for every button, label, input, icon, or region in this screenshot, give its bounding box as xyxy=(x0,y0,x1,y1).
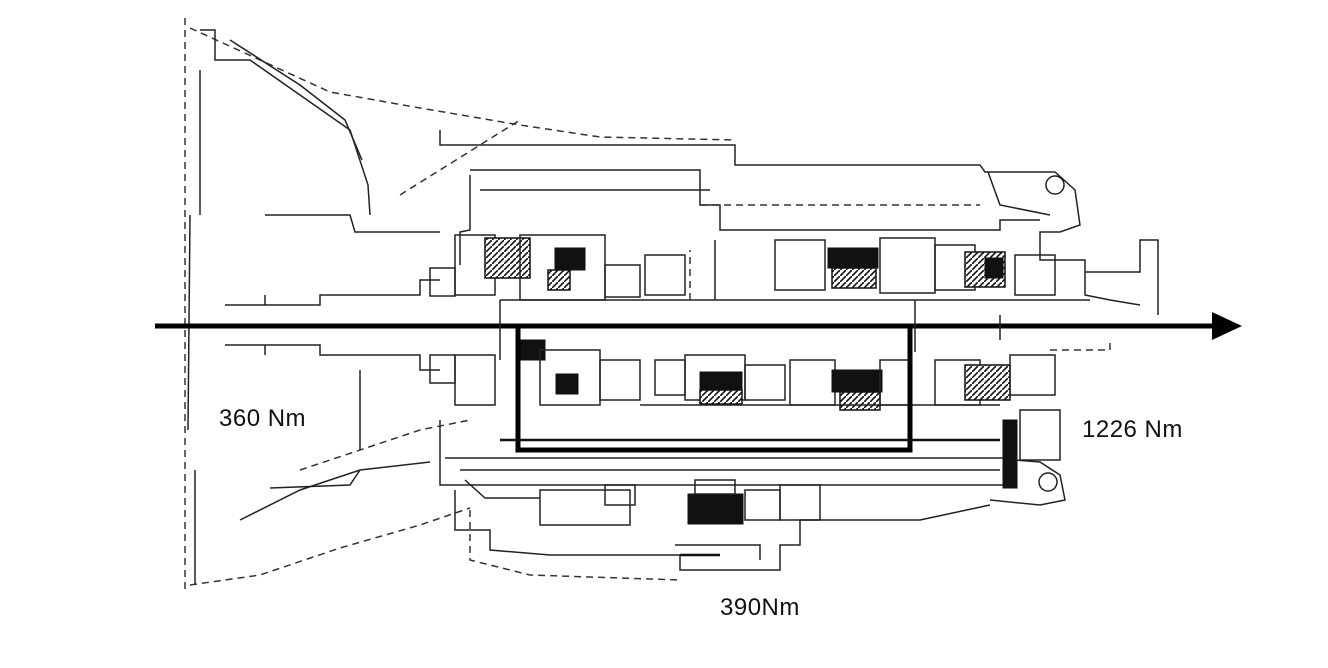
output-arrow-icon xyxy=(1212,312,1242,340)
main-axis xyxy=(155,312,1242,340)
upper-housing xyxy=(439,130,1159,315)
upper-gear-packs xyxy=(454,234,1090,301)
lower-housing xyxy=(454,479,991,581)
output-torque-label: 1226 Nm xyxy=(1082,416,1183,443)
centerline-marks xyxy=(499,300,1001,360)
input-torque-label: 360 Nm xyxy=(219,405,307,432)
lower-gear-packs xyxy=(454,339,1111,411)
bell-housing xyxy=(184,18,736,590)
torque-path xyxy=(500,326,1000,453)
countershaft-torque-label: 390Nm xyxy=(720,594,800,621)
